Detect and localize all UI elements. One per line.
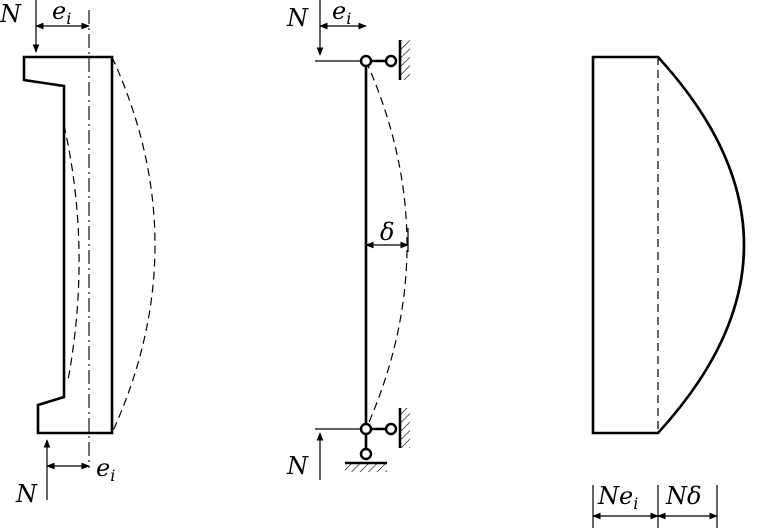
strut-top-load-label: N xyxy=(286,4,309,32)
deflection-label: δ xyxy=(380,218,394,246)
ground-pin xyxy=(359,447,373,461)
bottom-eccentricity-label: ei xyxy=(96,454,115,485)
pinned-strut-model: N ei N δ xyxy=(286,0,410,480)
strut-top-eccentricity-label: ei xyxy=(332,0,351,28)
strut-bottom-load-label: N xyxy=(286,452,309,480)
bottom-load-label: N xyxy=(15,480,38,508)
bending-moment-diagram: Nei Nδ xyxy=(591,55,746,528)
deflected-shape-left xyxy=(63,124,80,381)
column-outline xyxy=(22,55,114,435)
deflected-shape-right xyxy=(111,56,156,434)
top-load-label: N xyxy=(0,0,22,28)
moment-diagram-outline xyxy=(591,55,746,435)
column-with-corbels: N ei N ei xyxy=(0,0,156,508)
top-eccentricity-label: ei xyxy=(52,0,71,28)
top-wall-hatch xyxy=(400,40,410,80)
bottom-hinge xyxy=(359,422,373,436)
top-hinge xyxy=(359,54,373,68)
n-delta-label: Nδ xyxy=(665,482,701,510)
bottom-roller xyxy=(384,422,398,436)
ground-hatch xyxy=(345,463,387,472)
bottom-wall-hatch xyxy=(400,408,410,448)
top-roller xyxy=(384,54,398,68)
ne-label: Nei xyxy=(597,482,638,513)
